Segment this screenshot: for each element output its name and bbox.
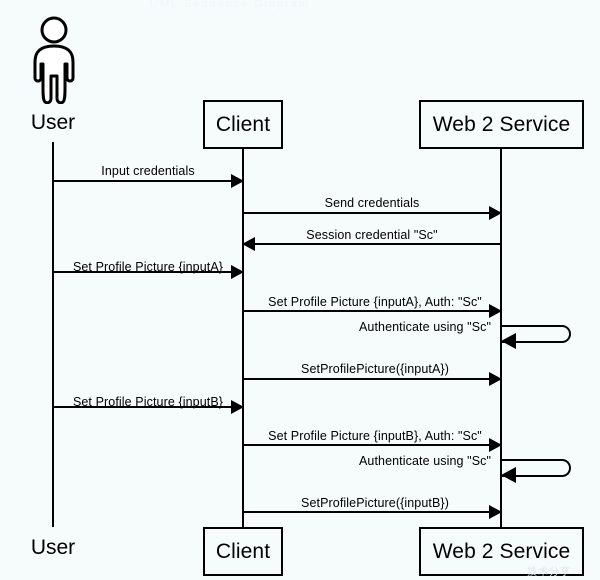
participant-box-client-bottom[interactable]: Client <box>203 527 283 576</box>
lifeline-user <box>52 142 54 527</box>
message-arrow-set-profile-picture-b-auth <box>243 438 502 452</box>
message-arrow-setprofilepicture-a <box>243 372 502 386</box>
message-label-send-credentials: Send credentials <box>324 196 420 210</box>
message-arrow-input-credentials <box>53 174 244 188</box>
participant-box-client-top[interactable]: Client <box>203 100 283 149</box>
message-label-set-profile-picture-b-auth: Set Profile Picture {inputB}, Auth: "Sc" <box>268 429 482 443</box>
arrowhead-icon <box>489 505 502 519</box>
participant-label-user-bottom: User <box>30 536 76 559</box>
self-message-loop-authenticate-a <box>501 325 571 343</box>
participant-box-service-top[interactable]: Web 2 Service <box>419 100 584 149</box>
arrowhead-icon <box>501 333 516 349</box>
message-label-setprofilepicture-b: SetProfilePicture({inputB}) <box>301 496 449 510</box>
arrowhead-icon <box>489 206 502 220</box>
arrowhead-icon <box>489 438 502 452</box>
message-label-set-profile-picture-a-auth: Set Profile Picture {inputA}, Auth: "Sc" <box>268 295 482 309</box>
message-arrow-session-credential <box>242 237 501 251</box>
message-arrow-send-credentials <box>243 206 502 220</box>
self-message-loop-authenticate-b <box>501 459 571 477</box>
participant-label-user-top: User <box>30 111 76 134</box>
message-arrow-set-profile-picture-a-user <box>53 265 244 279</box>
title-strip: UML Sequence Diagram <box>150 0 311 10</box>
message-label-input-credentials: Input credentials <box>101 164 195 178</box>
watermark: 技术分享 <box>527 567 571 578</box>
message-label-session-credential: Session credential "Sc" <box>306 228 438 242</box>
message-label-authenticate-a: Authenticate using "Sc" <box>358 320 492 334</box>
arrowhead-icon <box>489 304 502 318</box>
actor-user-icon <box>26 16 82 109</box>
arrowhead-icon <box>231 174 244 188</box>
message-arrow-set-profile-picture-b-user <box>53 400 244 414</box>
arrowhead-icon <box>231 400 244 414</box>
message-label-set-profile-picture-b-user: Set Profile Picture {inputB} <box>72 395 224 409</box>
arrowhead-icon <box>501 467 516 483</box>
message-arrow-setprofilepicture-b <box>243 505 502 519</box>
arrowhead-icon <box>242 237 255 251</box>
message-label-set-profile-picture-a-user: Set Profile Picture {inputA} <box>72 260 224 274</box>
message-label-setprofilepicture-a: SetProfilePicture({inputA}) <box>301 362 449 376</box>
participant-box-service-bottom[interactable]: Web 2 Service <box>419 527 584 576</box>
arrowhead-icon <box>231 265 244 279</box>
arrowhead-icon <box>489 372 502 386</box>
message-arrow-set-profile-picture-a-auth <box>243 304 502 318</box>
message-label-authenticate-b: Authenticate using "Sc" <box>358 454 492 468</box>
lifeline-client <box>242 149 244 527</box>
